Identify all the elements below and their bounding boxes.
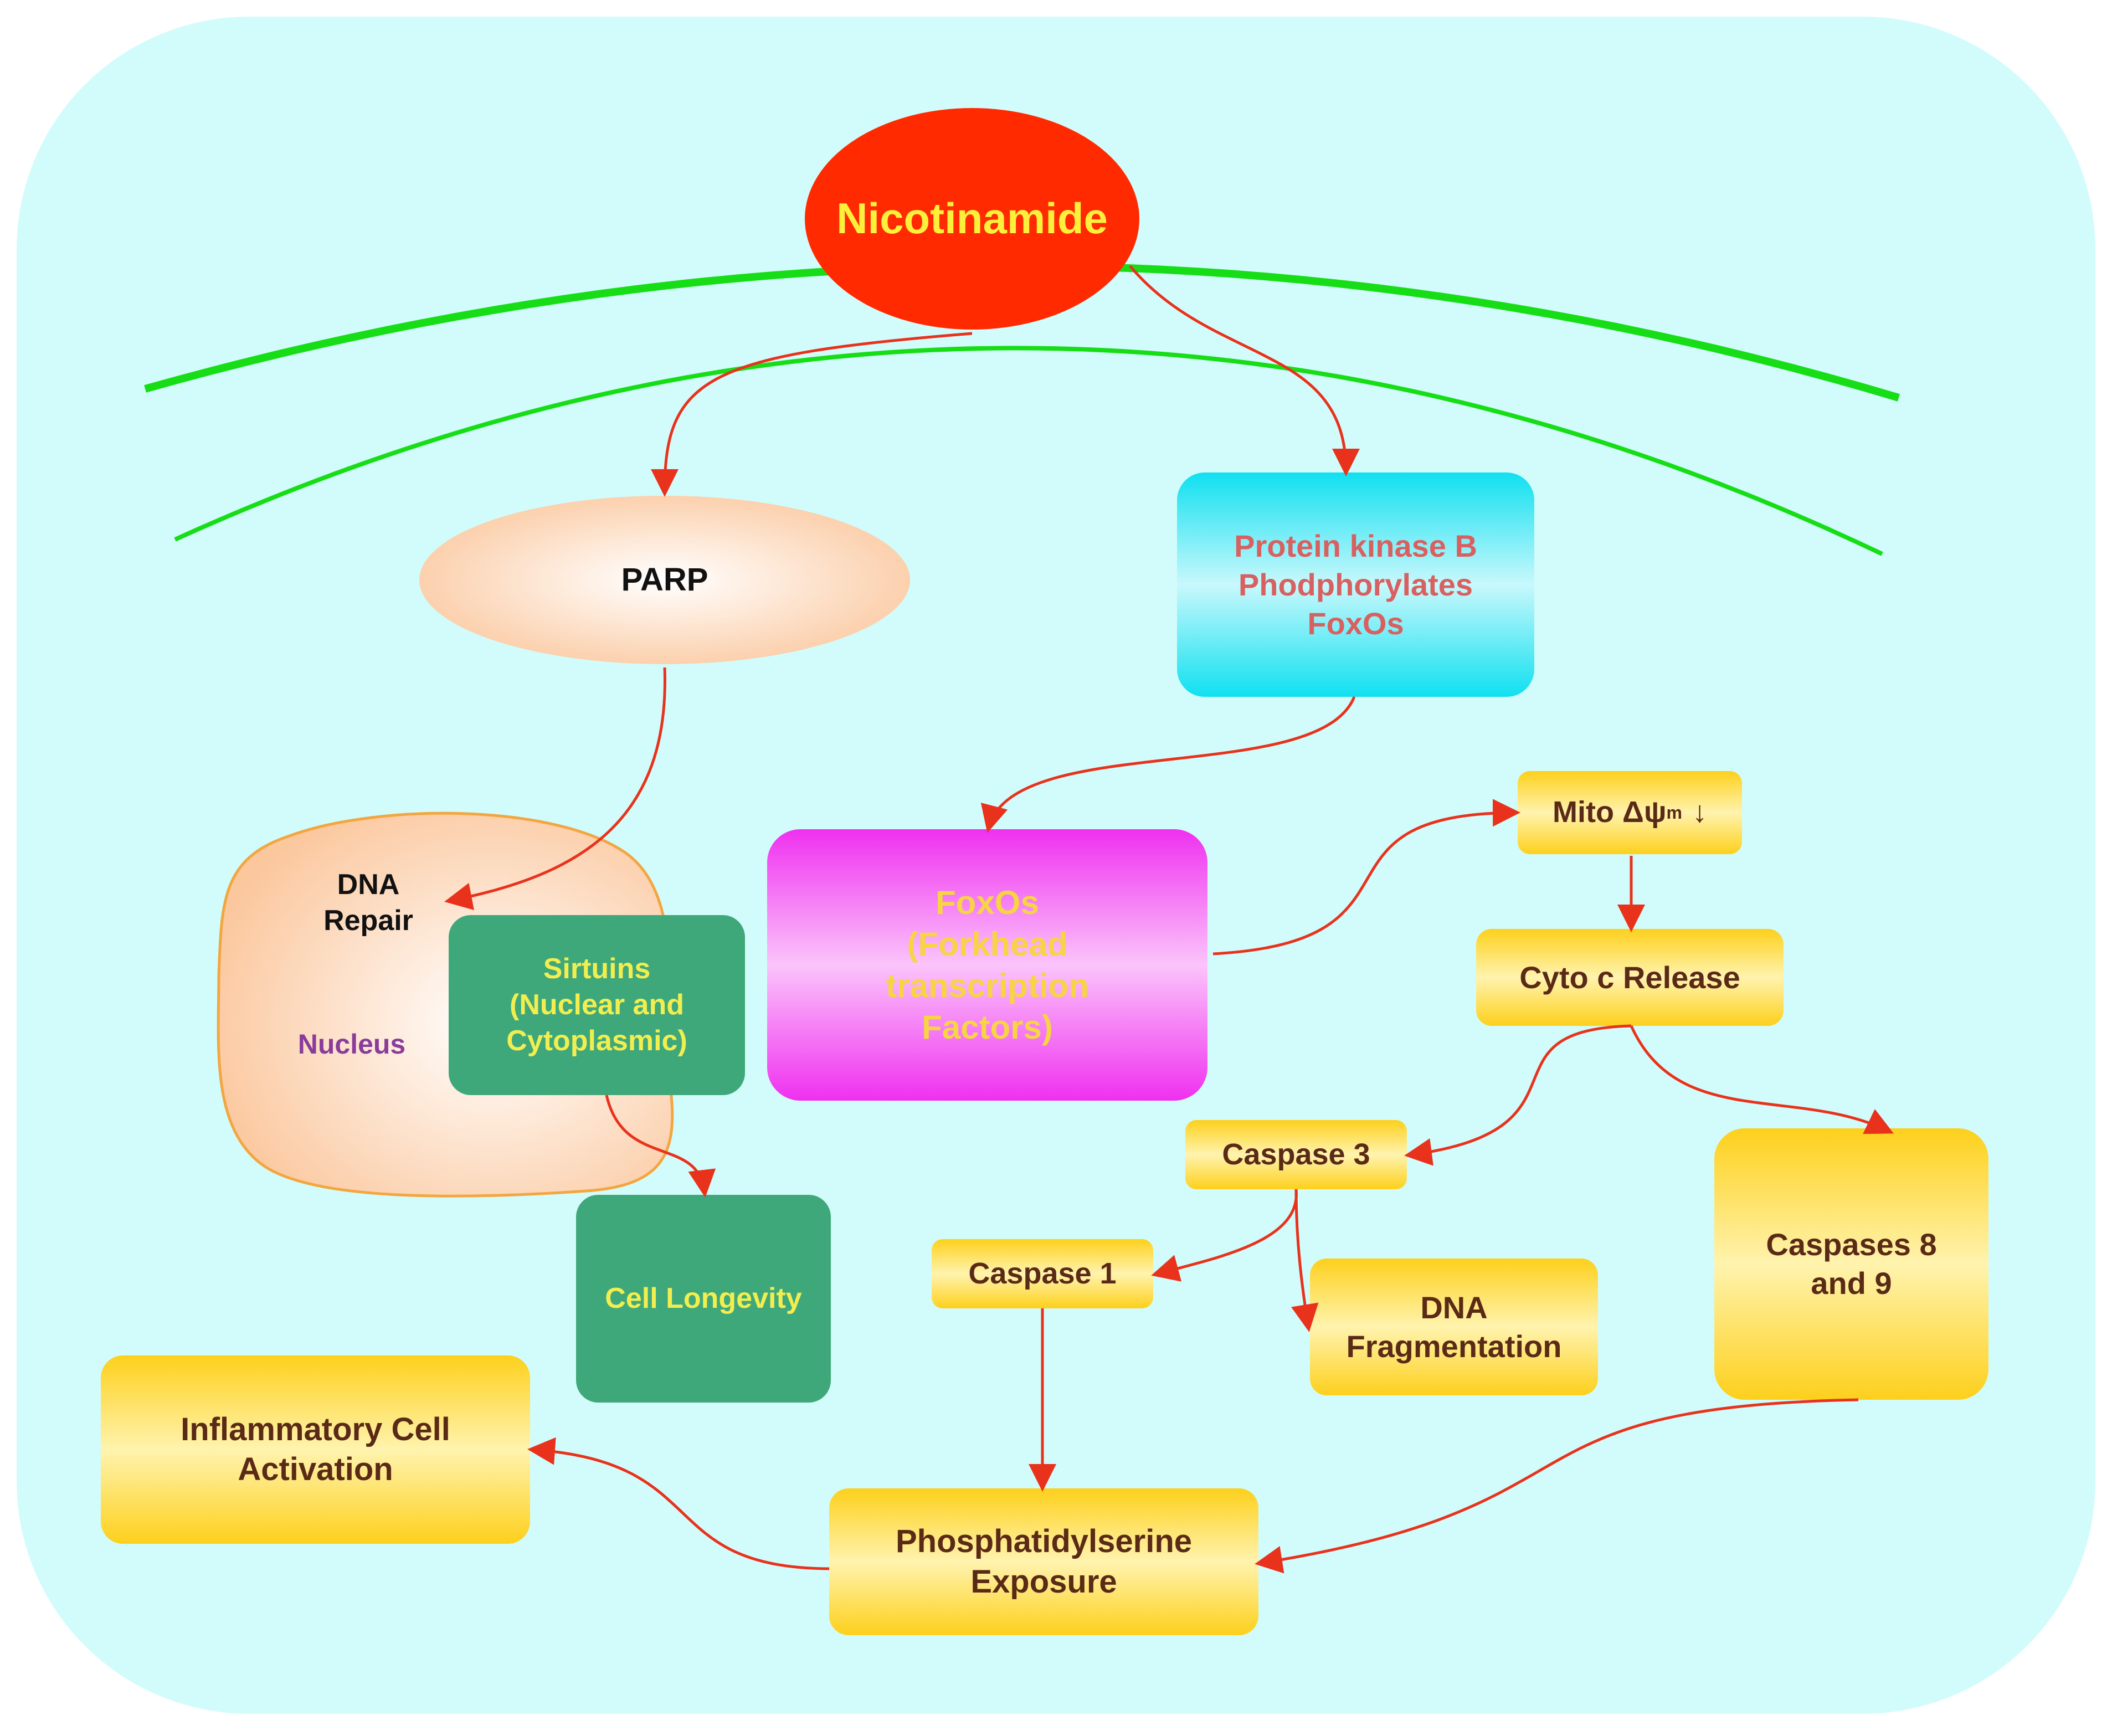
mito-down-arrow: ↓ — [1692, 795, 1707, 829]
arrow-pkb-foxos — [980, 696, 1356, 833]
dna-repair-label: DNA Repair — [323, 869, 413, 937]
arrow-foxos-mito — [1212, 799, 1520, 956]
arrow-nicotinamide-pkb — [1129, 265, 1360, 476]
caspase3-label: Caspase 3 — [1222, 1137, 1370, 1171]
foxos-box — [767, 829, 1207, 1101]
parp-ellipse — [419, 496, 910, 664]
mito-label-main: Mito Δψ — [1553, 795, 1667, 829]
arrow-cyto-caspases89 — [1630, 1025, 1894, 1134]
nucleus-shape — [217, 811, 674, 1198]
arrows — [444, 265, 1894, 1574]
dna-frag-box — [1310, 1259, 1598, 1395]
arrow-nicotinamide-parp — [651, 332, 973, 497]
caspases89-box — [1714, 1128, 1988, 1400]
pkb-label: Protein kinase B Phodphorylates FoxOs — [1234, 528, 1477, 641]
foxos-label: FoxOs (Forkhead transcription Factors) — [886, 884, 1089, 1046]
caspase1-box — [932, 1239, 1153, 1308]
caspase3-box — [1185, 1120, 1407, 1189]
arrow-sirtuins-longevity — [605, 1095, 716, 1198]
arrow-caspase3-dna-frag — [1291, 1189, 1319, 1332]
arrow-parp-dna-repair — [444, 667, 666, 910]
ps-exposure-box — [829, 1488, 1258, 1635]
cyto-c-box — [1476, 929, 1784, 1026]
mito-label-sub: m — [1666, 803, 1682, 823]
arrow-caspases89-ps — [1255, 1398, 1859, 1574]
nucleus-label: Nucleus — [297, 1028, 406, 1060]
sirtuins-box — [449, 915, 745, 1095]
caspase1-label: Caspase 1 — [968, 1256, 1117, 1290]
cyto-c-label: Cyto c Release — [1519, 959, 1740, 995]
caspases89-label: Caspases 8 and 9 — [1766, 1227, 1937, 1301]
inflammatory-label: Inflammatory Cell Activation — [181, 1411, 450, 1488]
arrow-caspase3-caspase1 — [1151, 1189, 1298, 1282]
mito-box — [1518, 771, 1742, 854]
parp-label: PARP — [621, 562, 708, 598]
nicotinamide-label: Nicotinamide — [836, 194, 1108, 243]
ps-exposure-label: Phosphatidylserine Exposure — [895, 1523, 1193, 1600]
pkb-box — [1177, 472, 1534, 697]
arrow-cyto-caspase3 — [1404, 1024, 1632, 1166]
inflammatory-box — [101, 1355, 530, 1544]
inner-membrane — [174, 346, 1883, 556]
cell-longevity-label: Cell Longevity — [605, 1282, 802, 1314]
arrow-ps-inflammatory — [527, 1437, 830, 1570]
cell-longevity-box — [576, 1195, 831, 1403]
dna-frag-label: DNA Fragmentation — [1346, 1290, 1562, 1364]
nicotinamide-ellipse — [805, 108, 1139, 330]
sirtuins-label: Sirtuins (Nuclear and Cytoplasmic) — [506, 953, 687, 1057]
